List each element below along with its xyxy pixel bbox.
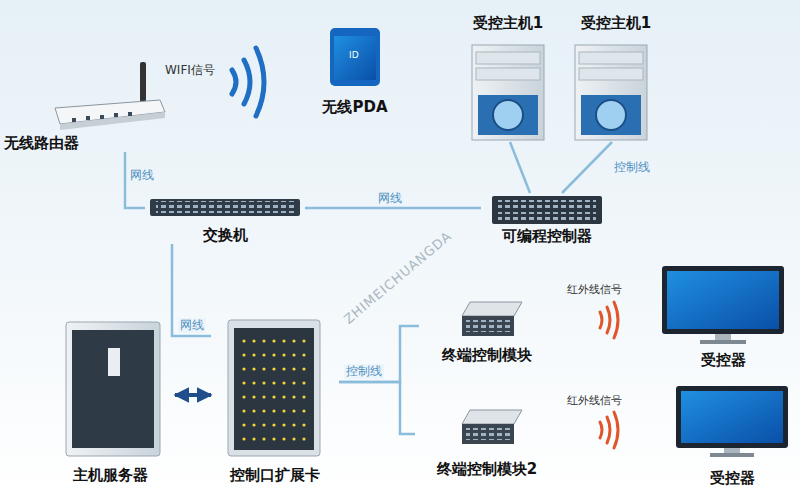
device-label: 无线路由器 <box>2 134 173 152</box>
connector <box>339 326 419 382</box>
connector <box>339 382 415 434</box>
device-label: 无线PDA <box>297 98 413 116</box>
cable-label: 网线 <box>376 191 404 206</box>
device-node: 无线PDA <box>297 26 413 116</box>
infrared-waves <box>600 302 618 448</box>
terminal-module-icon <box>462 302 522 444</box>
device-label: 主机服务器 <box>45 466 175 484</box>
device-label: 可编程控制器 <box>481 227 613 245</box>
device-node: 控制口扩展卡 <box>211 318 339 484</box>
device-label: 受控主机1 <box>560 14 672 32</box>
connector <box>175 393 211 397</box>
device-label: 交换机 <box>145 226 305 244</box>
cable-label: 网线 <box>178 318 206 333</box>
connector <box>562 142 612 193</box>
wifi-waves <box>232 48 264 116</box>
cable-label: 网线 <box>128 168 156 183</box>
signal-label: WIFI信号 <box>165 62 215 79</box>
device-label: 终端控制模块 <box>419 346 555 364</box>
plc-icon <box>492 196 602 224</box>
expansion-rack-icon <box>228 320 320 456</box>
device-label: 受控器 <box>652 351 794 369</box>
device-node: 受控器 <box>652 263 794 369</box>
connector <box>172 244 211 336</box>
server-icon <box>66 322 160 456</box>
device-label: 受控主机1 <box>452 14 564 32</box>
device-node: 受控主机1 <box>560 14 672 142</box>
device-label: 受控器 <box>665 469 799 487</box>
device-node: 受控器 <box>665 383 799 487</box>
switch-icon <box>150 199 300 216</box>
connector <box>510 142 530 193</box>
router-icon <box>55 62 165 130</box>
device-node: 终端控制模块2 <box>415 406 559 478</box>
device-node: 交换机 <box>145 196 305 244</box>
device-node: 无线路由器 <box>2 88 173 152</box>
host-icon <box>472 45 647 140</box>
signal-label: 红外线信号 <box>567 393 622 408</box>
watermark: ZHIMEICHUANGDA <box>341 228 454 327</box>
connector <box>305 207 481 210</box>
signal-label: 红外线信号 <box>567 282 622 297</box>
device-node: 终端控制模块 <box>419 298 555 364</box>
pda-icon <box>330 28 380 86</box>
cable-label: 控制线 <box>612 160 652 175</box>
screen-text: ID <box>349 50 359 60</box>
device-label: 终端控制模块2 <box>415 460 559 478</box>
device-node: 可编程控制器 <box>481 193 613 245</box>
device-node: 主机服务器 <box>45 318 175 484</box>
device-node: 受控主机1 <box>452 14 564 142</box>
device-label: 控制口扩展卡 <box>211 466 339 484</box>
cable-label: 控制线 <box>344 364 384 379</box>
